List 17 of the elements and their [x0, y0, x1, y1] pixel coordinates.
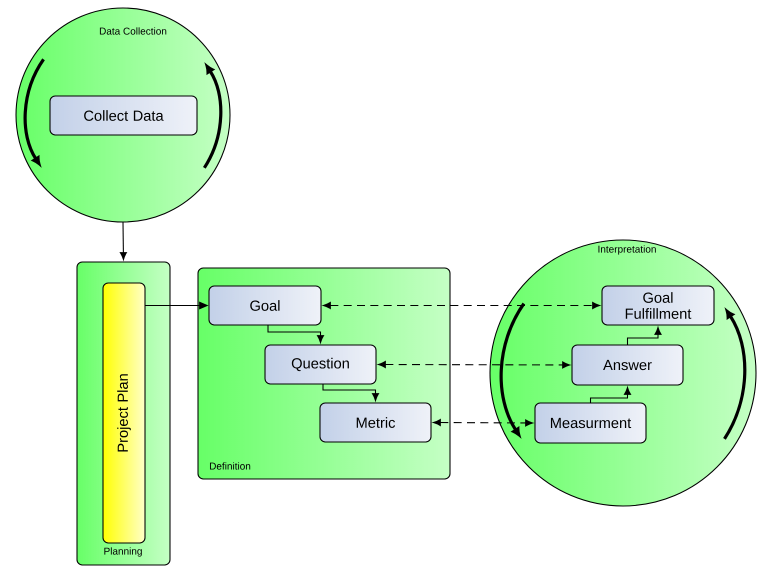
dashed-arrow — [432, 418, 534, 426]
arrow — [145, 301, 208, 310]
process-box: Metric — [319, 402, 432, 442]
arrow — [267, 324, 324, 344]
arrow — [120, 222, 127, 260]
dashed-arrow — [322, 302, 600, 310]
dashed-arrow — [378, 360, 570, 368]
arrow — [590, 386, 632, 403]
process-box: Goal Fulfillment — [601, 285, 715, 326]
process-box: Question — [264, 344, 377, 385]
process-box: Answer — [571, 344, 684, 386]
plan-bar: Project Plan — [102, 282, 146, 544]
process-box: Goal — [208, 285, 322, 326]
process-box: Collect Data — [49, 95, 198, 136]
arrow — [626, 326, 662, 345]
process-box: Measurment — [534, 402, 647, 444]
arrow — [322, 384, 380, 402]
